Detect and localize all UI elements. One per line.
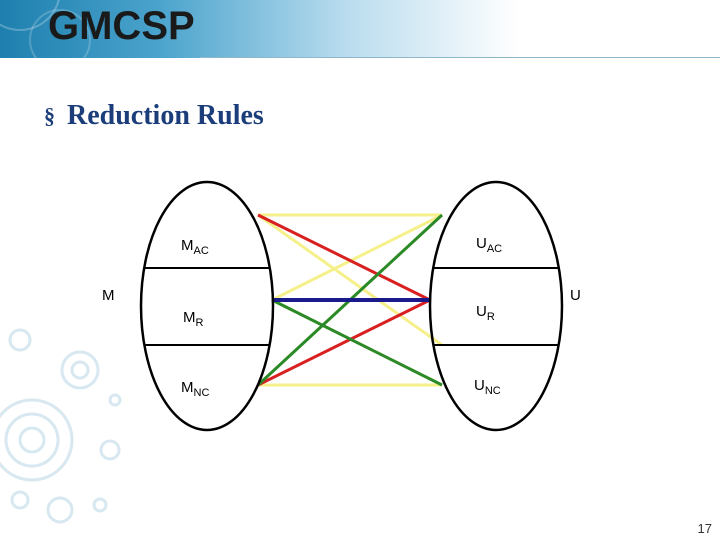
label-u-ac: UAC — [476, 235, 502, 255]
page-number: 17 — [698, 521, 712, 536]
edge-mac-ur — [258, 215, 442, 345]
edge-mnc-ur-red — [258, 300, 430, 385]
label-m-ac: MAC — [181, 237, 209, 257]
label-m-r: MR — [183, 309, 203, 329]
edge-mr-uac — [272, 215, 442, 300]
label-u-set: U — [570, 287, 581, 304]
edge-mac-ur-red — [258, 215, 430, 300]
label-u-nc: UNC — [474, 377, 501, 397]
edges — [258, 215, 442, 385]
label-m-set: M — [102, 287, 115, 304]
label-m-nc: MNC — [181, 379, 209, 399]
edge-mr-unc-green — [272, 300, 442, 385]
label-u-r: UR — [476, 303, 495, 323]
